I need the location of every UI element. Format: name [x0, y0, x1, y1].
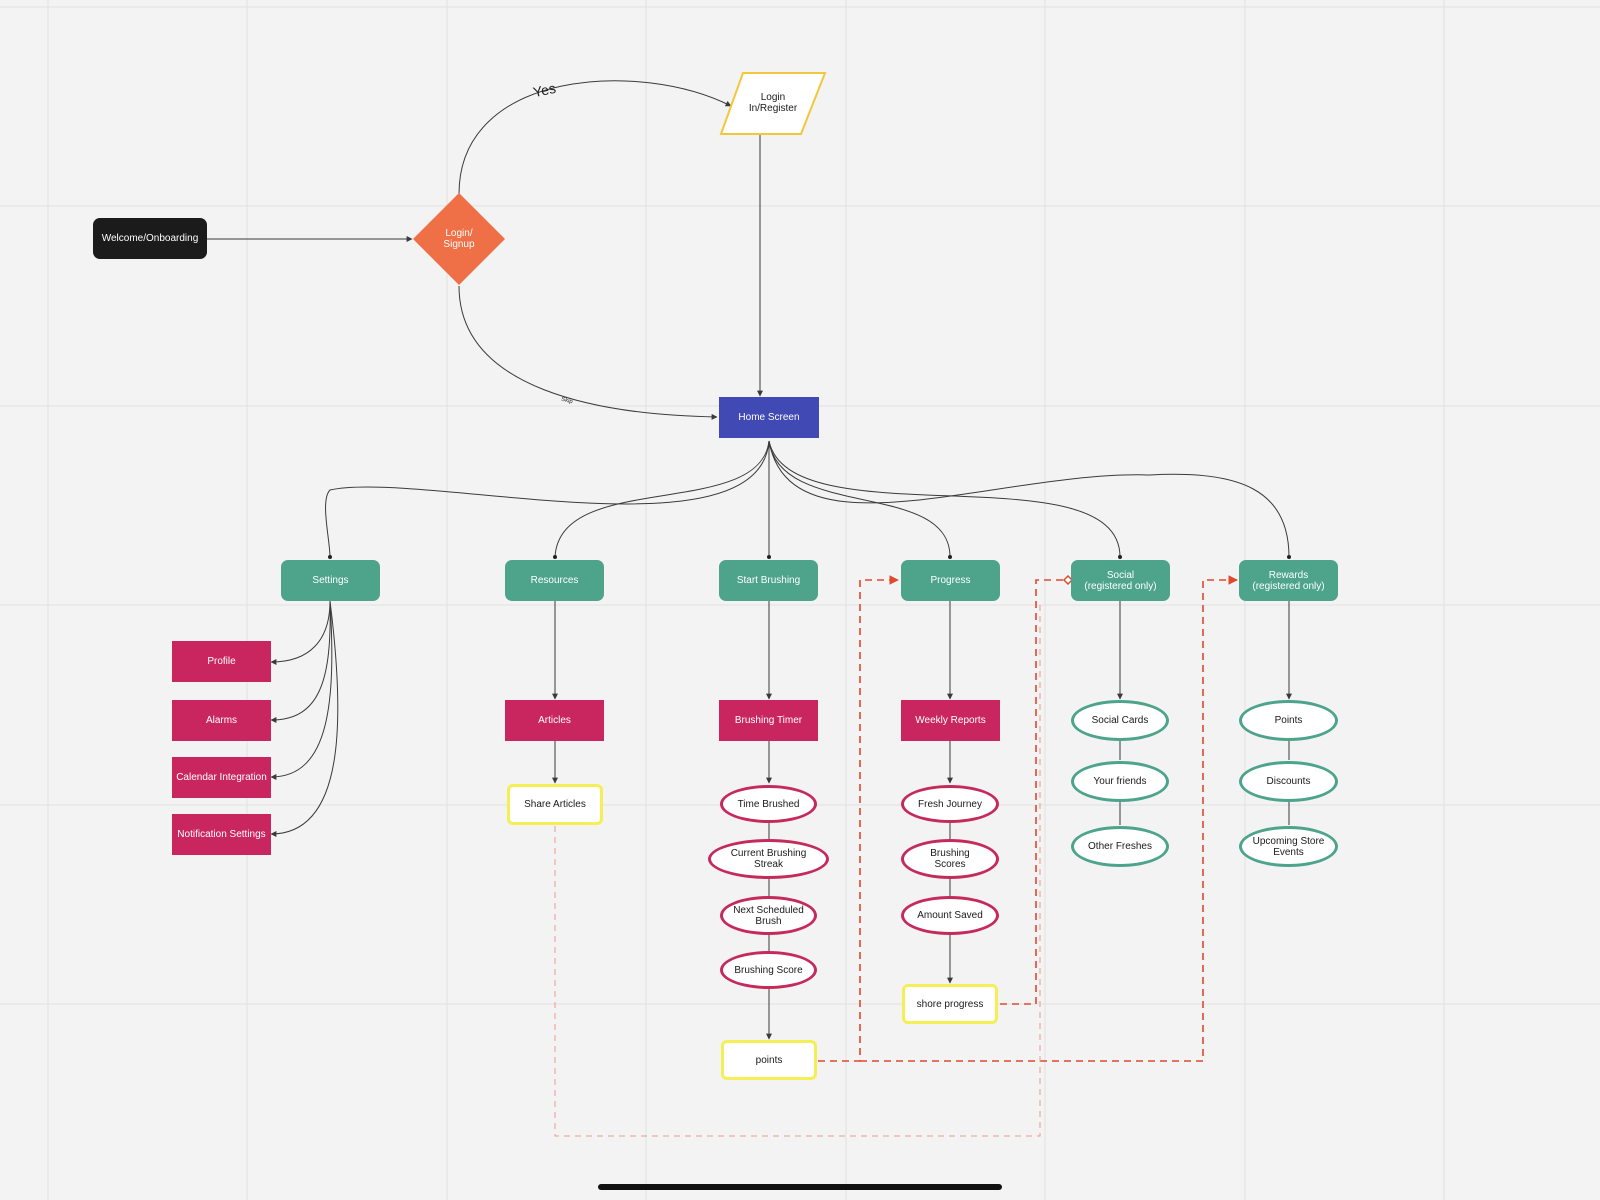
current-brushing-streak-oval[interactable]: Current Brushing Streak [708, 839, 829, 879]
edge-home-social [768, 440, 1122, 559]
login-signup-decision[interactable]: Login/ Signup [443, 228, 475, 250]
start-brushing-node[interactable]: Start Brushing [719, 560, 818, 601]
points-oval[interactable]: Points [1239, 700, 1338, 741]
edge-settings-alarms [270, 600, 331, 723]
notification-settings-node[interactable]: Notification Settings [172, 814, 271, 855]
weekly-reports-node[interactable]: Weekly Reports [901, 700, 1000, 741]
discounts-oval[interactable]: Discounts [1239, 761, 1338, 802]
edge-settings-profile [270, 600, 331, 665]
next-scheduled-brush-oval[interactable]: Next Scheduled Brush [720, 896, 817, 935]
settings-node[interactable]: Settings [281, 560, 380, 601]
login-register-shape [719, 72, 827, 135]
alarms-node[interactable]: Alarms [172, 700, 271, 741]
rewards-node[interactable]: Rewards (registered only) [1239, 560, 1338, 601]
amount-saved-oval[interactable]: Amount Saved [901, 896, 999, 935]
resources-node[interactable]: Resources [505, 560, 604, 601]
brushing-scores-oval[interactable]: Brushing Scores [901, 839, 999, 879]
fresh-journey-oval[interactable]: Fresh Journey [901, 785, 999, 823]
brushing-score-oval[interactable]: Brushing Score [720, 951, 817, 989]
dashed-points-rewards [860, 575, 1238, 1062]
edge-yes [458, 80, 732, 195]
edge-home-rewards [768, 440, 1291, 559]
home-indicator-bar[interactable] [598, 1184, 1002, 1190]
edge-home-progress [768, 440, 952, 559]
dashed-shore-social [1000, 579, 1064, 1005]
social-node[interactable]: Social (registered only) [1071, 560, 1170, 601]
your-friends-oval[interactable]: Your friends [1071, 761, 1169, 802]
upcoming-store-events-oval[interactable]: Upcoming Store Events [1239, 826, 1338, 867]
social-cards-oval[interactable]: Social Cards [1071, 700, 1169, 741]
dashed-points-progress [818, 575, 899, 1062]
articles-node[interactable]: Articles [505, 700, 604, 741]
profile-node[interactable]: Profile [172, 641, 271, 682]
home-screen-node[interactable]: Home Screen [719, 397, 819, 438]
login-register-node[interactable]: Login In/Register [748, 92, 798, 114]
share-articles-note[interactable]: Share Articles [507, 784, 603, 825]
welcome-onboarding-node[interactable]: Welcome/Onboarding [93, 218, 207, 259]
progress-node[interactable]: Progress [901, 560, 1000, 601]
edge-home-settings [325, 440, 770, 559]
login-signup-decision-shape [413, 193, 505, 285]
calendar-integration-node[interactable]: Calendar Integration [172, 757, 271, 798]
edge-home-resources [553, 440, 770, 559]
dashed-share-articles-link [554, 600, 1041, 1137]
shore-progress-note[interactable]: shore progress [902, 984, 998, 1024]
edge-skip [458, 285, 718, 420]
edge-settings-notifications [270, 600, 339, 837]
edge-settings-calendar [270, 600, 333, 780]
brushing-timer-node[interactable]: Brushing Timer [719, 700, 818, 741]
points-note[interactable]: points [721, 1040, 817, 1080]
other-freshes-oval[interactable]: Other Freshes [1071, 826, 1169, 867]
time-brushed-oval[interactable]: Time Brushed [720, 785, 817, 823]
